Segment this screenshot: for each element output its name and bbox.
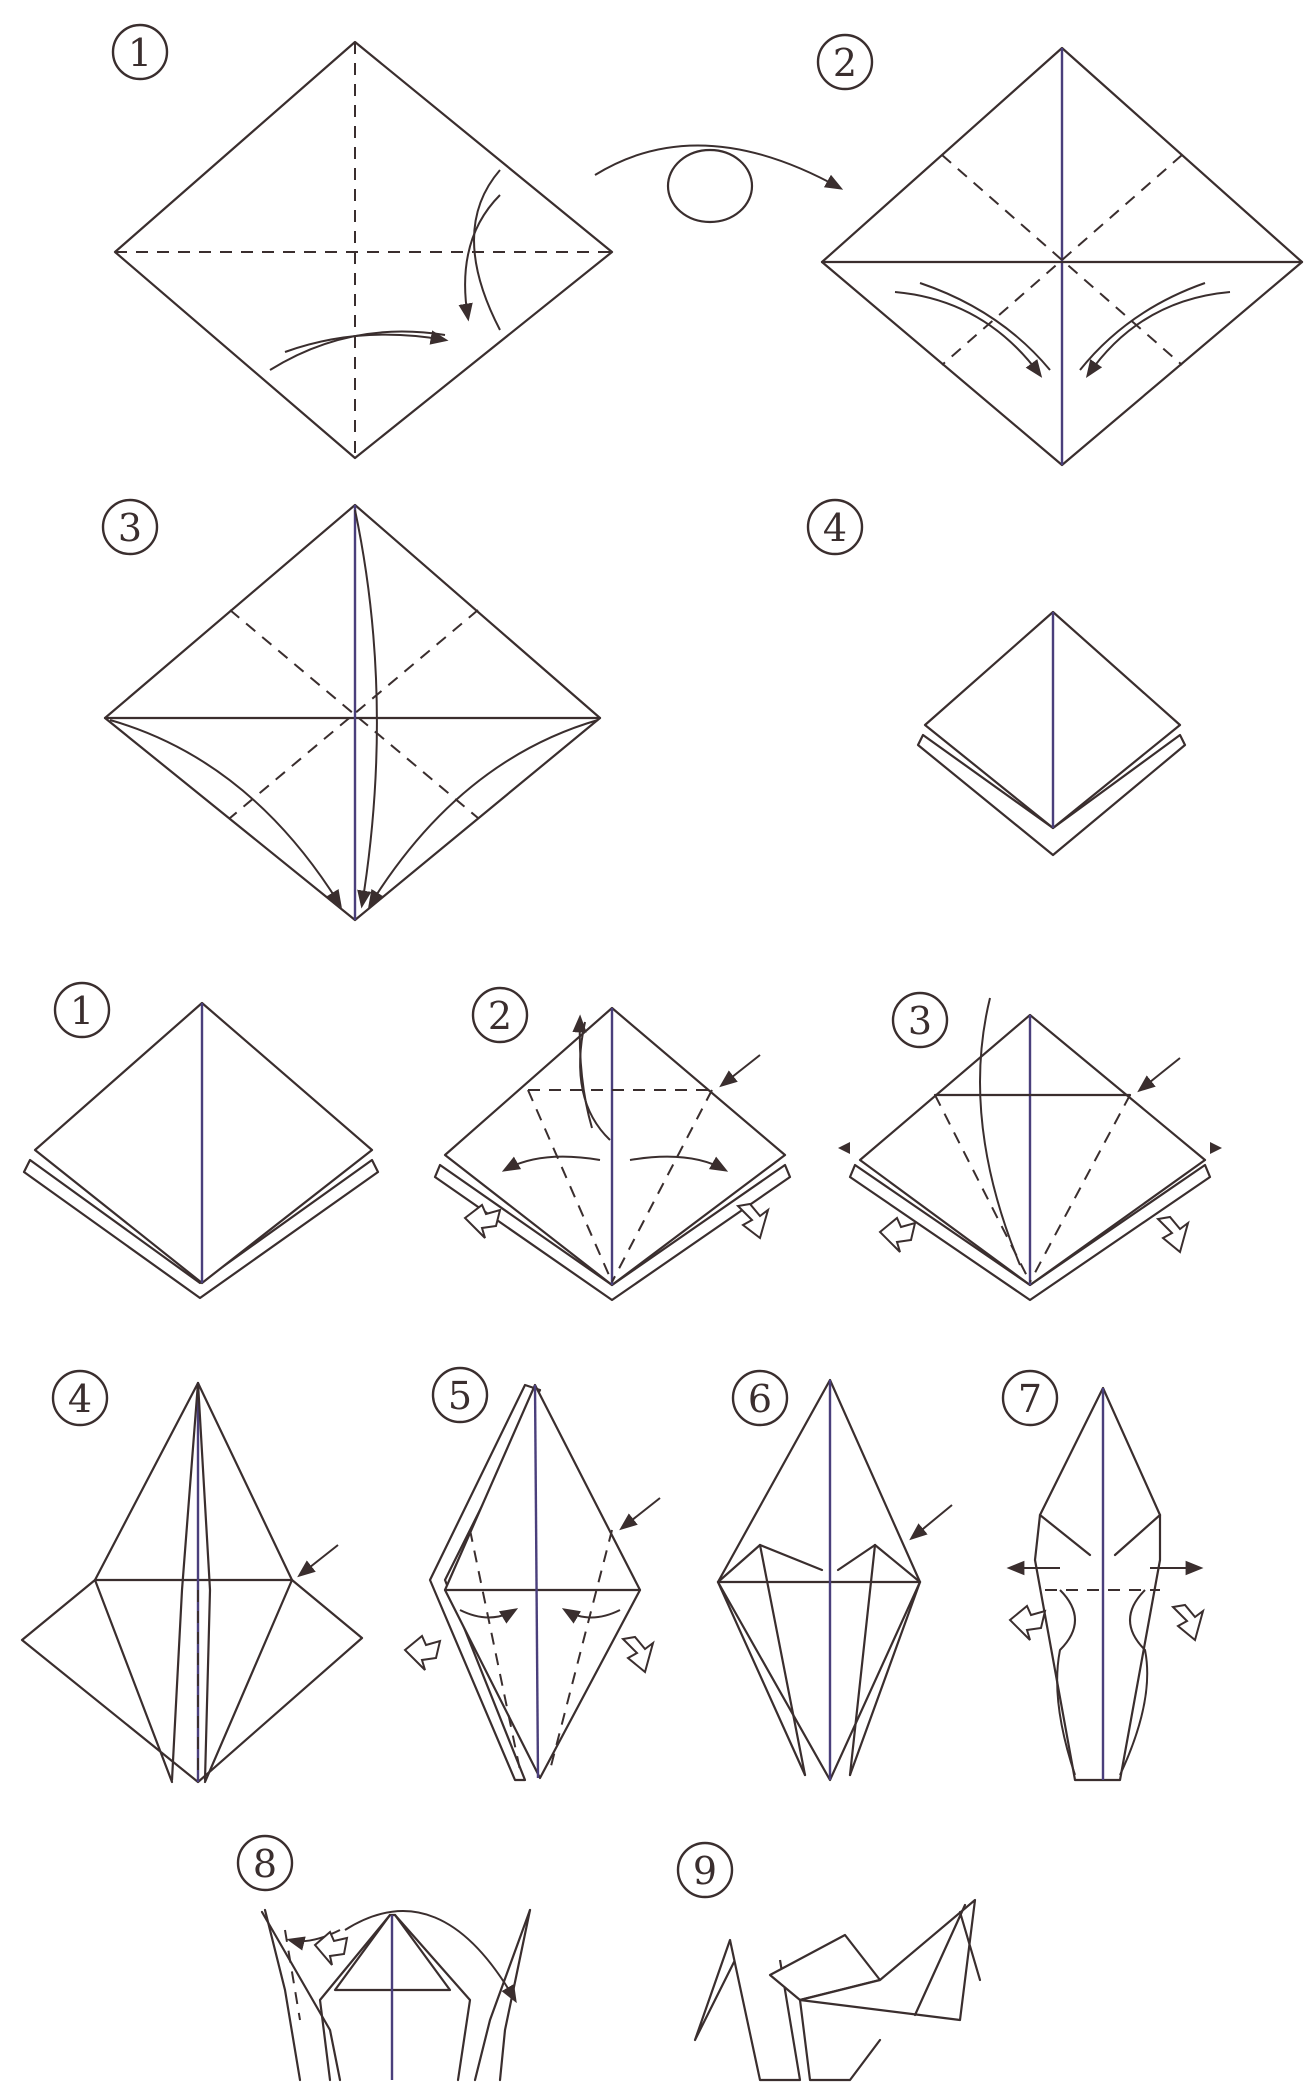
step-b2-number: 2 <box>488 994 512 1038</box>
step-b4-figure <box>22 1383 362 1782</box>
step-a1-figure <box>115 42 612 458</box>
step-a1-badge: 1 <box>113 25 167 79</box>
step-b5-figure <box>405 1385 660 1780</box>
step-a4-number: 4 <box>823 506 847 550</box>
step-b1-figure <box>24 1003 378 1298</box>
step-b1-badge: 1 <box>55 983 109 1037</box>
step-b9-figure <box>695 1900 980 2080</box>
step-b9-number: 9 <box>693 1849 717 1893</box>
step-b2-figure <box>435 1008 790 1300</box>
step-a3-badge: 3 <box>103 500 157 554</box>
step-b6-badge: 6 <box>733 1371 787 1425</box>
step-b6-figure <box>718 1380 952 1780</box>
step-a3-number: 3 <box>118 506 142 550</box>
step-b7-badge: 7 <box>1003 1371 1057 1425</box>
step-b8-badge: 8 <box>238 1836 292 1890</box>
step-b8-figure <box>262 1910 530 2080</box>
step-a2-badge: 2 <box>818 35 872 89</box>
step-a4-figure <box>918 612 1185 855</box>
step-b3-badge: 3 <box>893 993 947 1047</box>
step-a2-figure <box>822 48 1302 465</box>
step-b8-number: 8 <box>253 1842 277 1886</box>
step-b4-badge: 4 <box>53 1371 107 1425</box>
turn-over-icon <box>595 145 840 222</box>
step-b3-number: 3 <box>908 999 932 1043</box>
step-b5-badge: 5 <box>433 1368 487 1422</box>
step-b7-figure <box>1010 1388 1203 1780</box>
step-b2-badge: 2 <box>473 988 527 1042</box>
step-a2-number: 2 <box>833 41 857 85</box>
step-b6-number: 6 <box>748 1377 772 1421</box>
step-b3-figure <box>838 998 1222 1300</box>
step-b9-badge: 9 <box>678 1843 732 1897</box>
step-b4-number: 4 <box>68 1377 92 1421</box>
step-a4-badge: 4 <box>808 500 862 554</box>
step-b7-number: 7 <box>1018 1377 1042 1421</box>
step-b5-number: 5 <box>448 1374 472 1418</box>
step-b1-number: 1 <box>70 989 94 1033</box>
step-a1-number: 1 <box>128 31 152 75</box>
step-a3-figure <box>105 505 600 920</box>
